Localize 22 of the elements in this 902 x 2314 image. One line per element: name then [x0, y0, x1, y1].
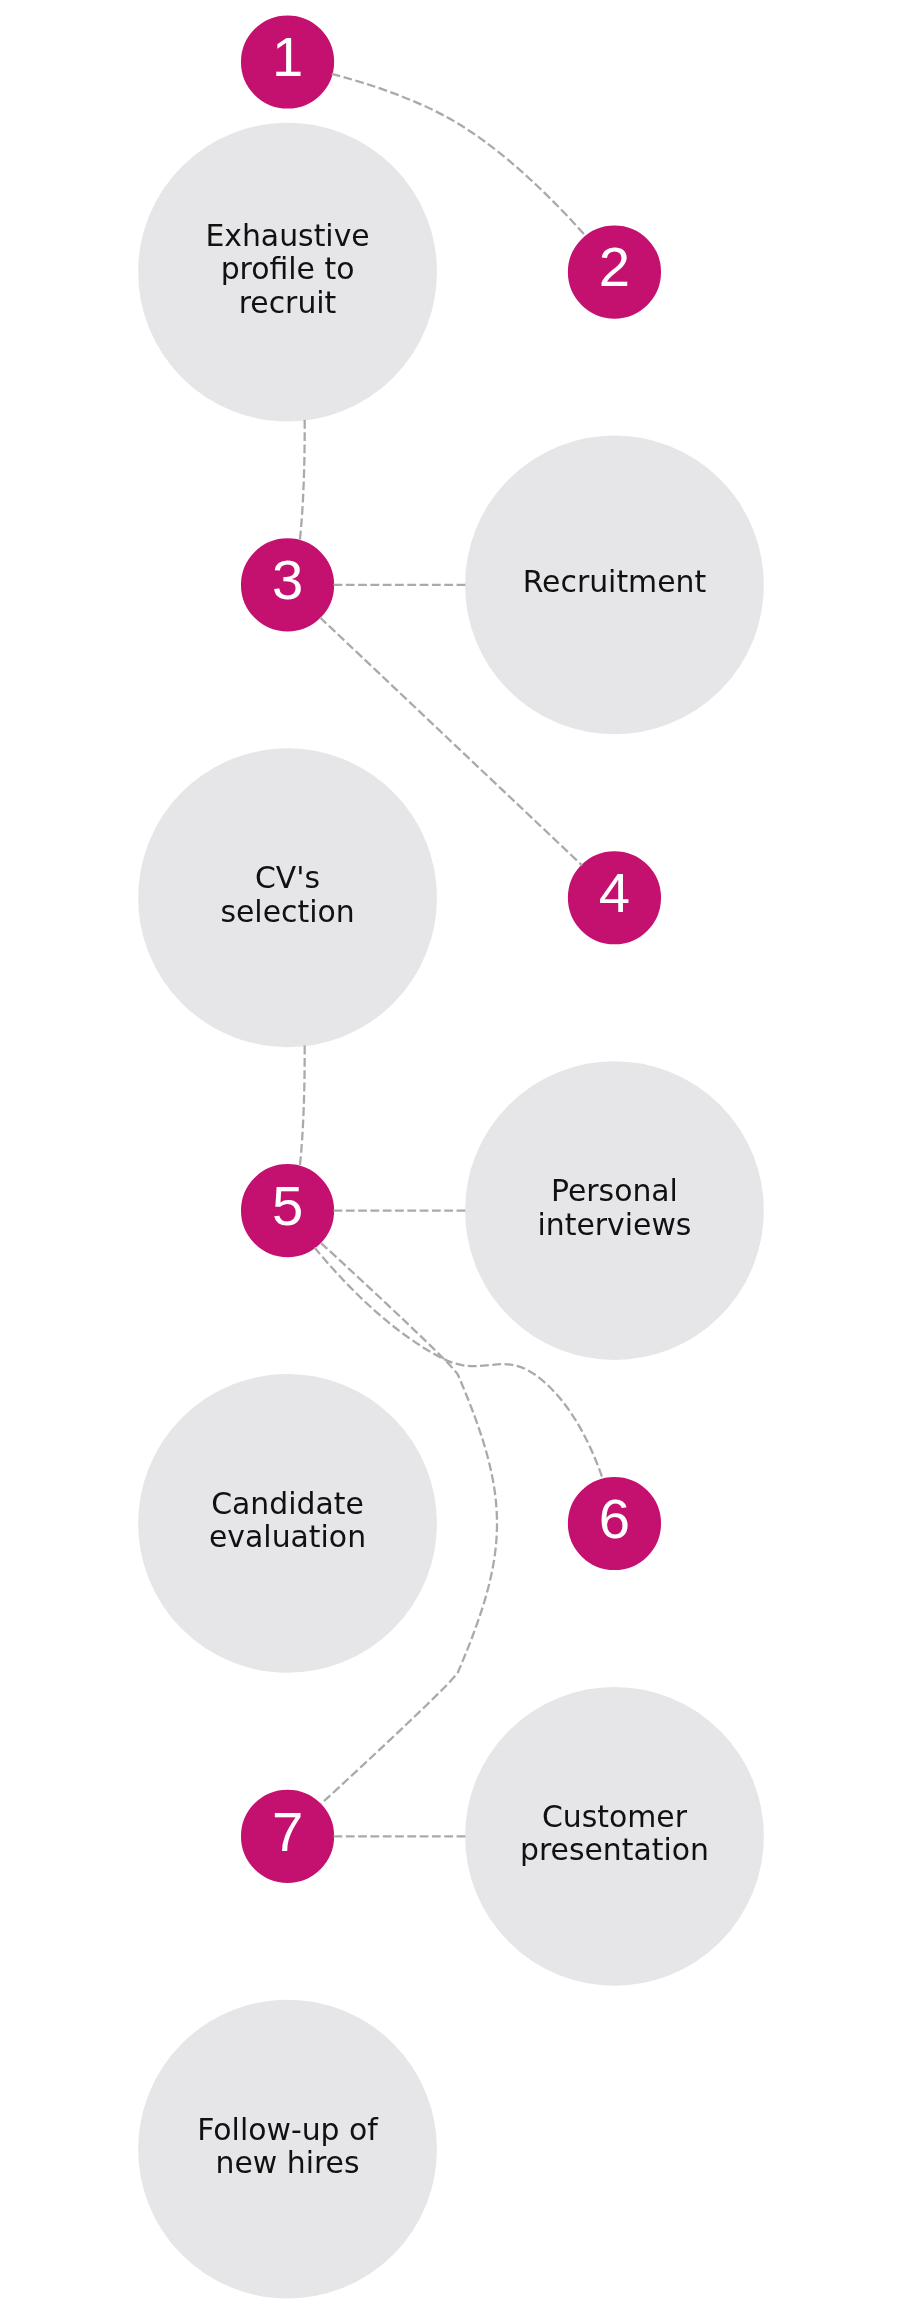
node-circle: 3 [240, 538, 335, 632]
node-circle: 4 [567, 851, 662, 945]
node-circle: 1 [240, 15, 335, 109]
node-circle: Recruitment [465, 435, 764, 735]
connector [320, 1242, 498, 1805]
connector [333, 1209, 466, 1212]
node-circle: 2 [567, 225, 662, 319]
connector [319, 616, 583, 867]
connector [313, 1246, 604, 1480]
connector [298, 1045, 306, 1167]
node-circle: 5 [240, 1164, 335, 1258]
node-circle: Follow-up of new hires [138, 1999, 437, 2299]
node-circle: 6 [567, 1476, 662, 1571]
node-circle: Customer presentation [465, 1686, 764, 1986]
node-circle: 7 [240, 1789, 335, 1883]
node-circle: Exhaustive profile to recruit [138, 122, 437, 422]
node-circle: Personal interviews [465, 1061, 764, 1360]
node-circle: CV's selection [138, 748, 437, 1048]
node-circle: Candidate evaluation [138, 1374, 437, 1673]
connector [333, 1835, 466, 1838]
connector [298, 419, 306, 541]
connector [333, 583, 466, 587]
